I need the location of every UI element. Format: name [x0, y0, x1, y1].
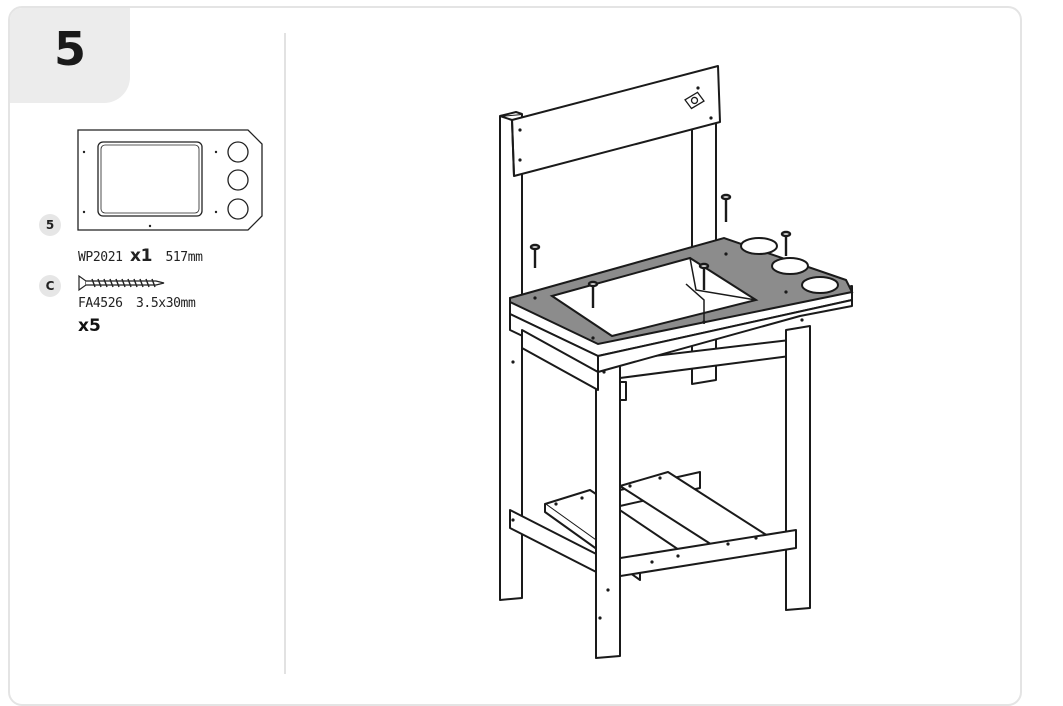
part-badge-5: 5 [39, 214, 61, 236]
part-label-wp2021: WP2021 x1 517mm [78, 246, 203, 266]
part-length: 517mm [165, 250, 203, 265]
part-quantity: x1 [130, 246, 152, 266]
part-label-fa4526: FA4526 3.5x30mm [78, 296, 196, 311]
step-tab [10, 8, 130, 103]
panel-divider [284, 33, 286, 674]
screw-icon [78, 274, 165, 292]
part-code: WP2021 [78, 250, 123, 265]
part-badge-c: C [39, 275, 61, 297]
brand-logo-icon [684, 91, 705, 110]
board-part-icon [77, 129, 263, 231]
assembly-illustration [499, 65, 854, 659]
step-number: 5 [54, 22, 87, 76]
screw-quantity: x5 [78, 316, 101, 336]
screw-code: FA4526 [78, 296, 123, 311]
screw-size: 3.5x30mm [136, 296, 196, 311]
